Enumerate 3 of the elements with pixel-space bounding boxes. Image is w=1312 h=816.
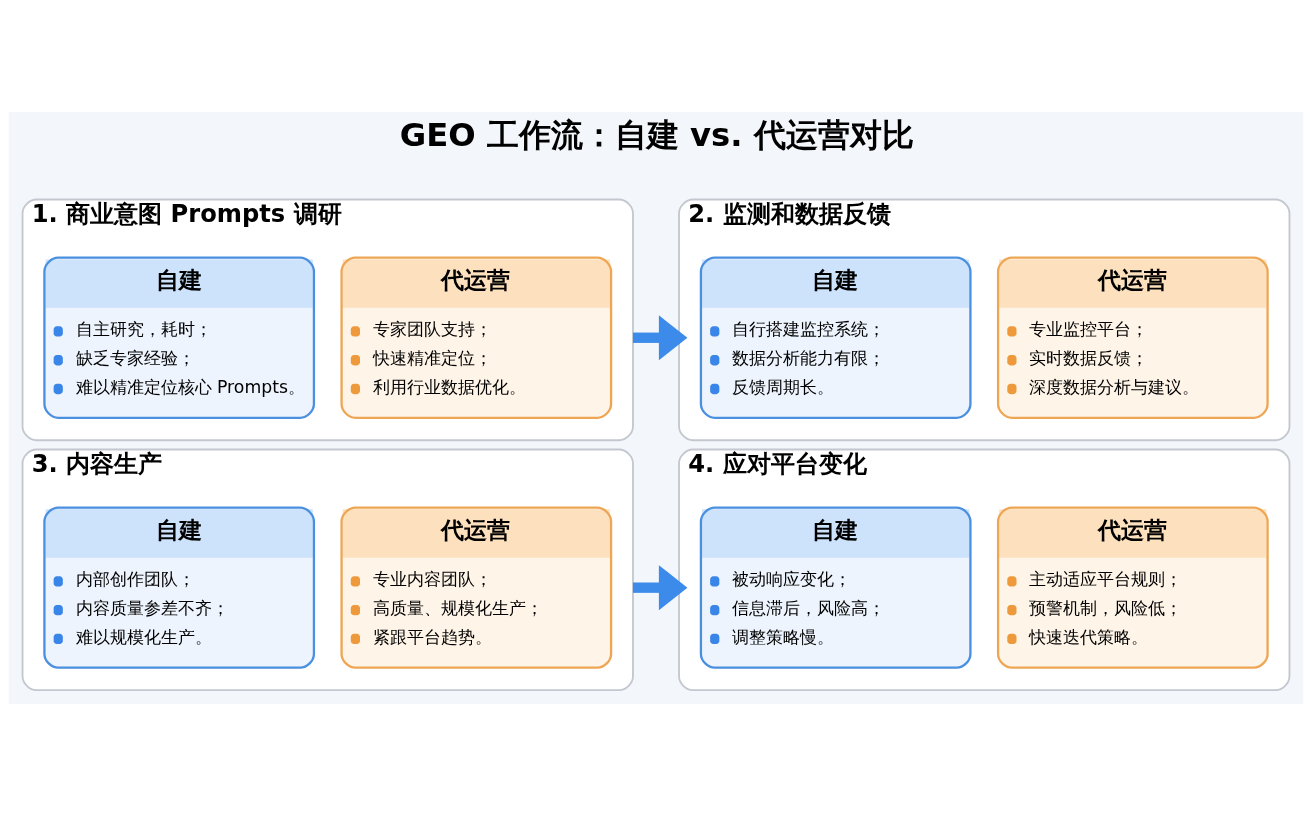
arrow xyxy=(632,565,688,611)
arrow xyxy=(632,315,688,361)
diagram-title: GEO 工作流：自建 vs. 代运营对比 xyxy=(399,115,914,154)
